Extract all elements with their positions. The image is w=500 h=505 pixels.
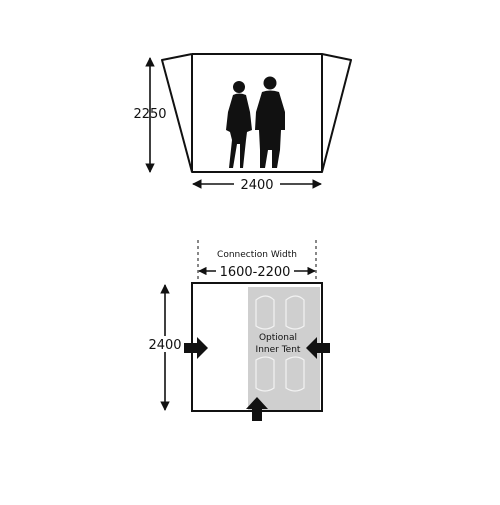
depth-label-bg (146, 336, 184, 352)
inner-tent-label-line1: Optional (259, 333, 297, 343)
left-entrance-arrow-icon (184, 337, 208, 359)
connection-range-label: 1600-2200 (220, 265, 291, 280)
width-label-bg (234, 176, 280, 192)
awning-front-outline (161, 53, 352, 173)
connection-range-bg (216, 263, 294, 279)
width-label: 2400 (240, 178, 273, 193)
right-entrance-arrow-icon (306, 337, 330, 359)
front-view: 2250 2400 (133, 53, 352, 193)
floor-plan: Connection Width 1600-2200 Optional Inne… (146, 240, 330, 421)
inner-tent-label-line2: Inner Tent (256, 345, 301, 355)
connection-width-title: Connection Width (217, 250, 297, 260)
bottom-entrance-arrow-icon (246, 397, 268, 421)
people-silhouettes (226, 76, 285, 168)
sleeping-bags-icon (255, 295, 305, 392)
height-label: 2250 (133, 107, 166, 122)
depth-label: 2400 (148, 338, 181, 353)
woman-silhouette (226, 81, 252, 168)
man-silhouette (255, 76, 285, 168)
